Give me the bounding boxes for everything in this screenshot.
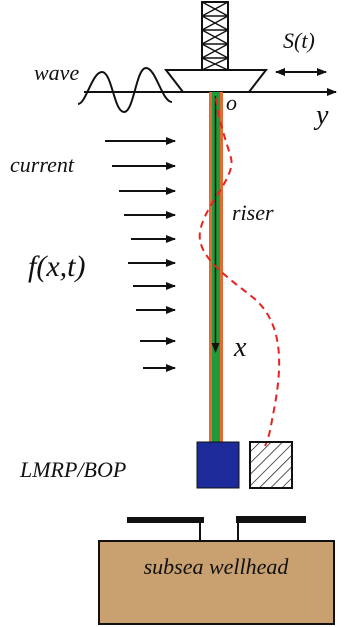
- lmrp-bop-block: [196, 441, 240, 489]
- wave-label: wave: [34, 60, 79, 85]
- origin-label: o: [226, 90, 237, 115]
- x-axis-label: x: [233, 332, 247, 363]
- y-axis-label: y: [313, 100, 329, 131]
- load-label: f(x,t): [28, 250, 85, 283]
- left-plate: [127, 517, 204, 523]
- current-label: current: [10, 152, 75, 177]
- riser-label: riser: [232, 200, 274, 225]
- lmrp-bop-label: LMRP/BOP: [19, 457, 126, 482]
- surge-label: S(t): [283, 28, 315, 53]
- subsea-wellhead-box: [98, 540, 335, 625]
- deflection-curve: [198, 97, 281, 447]
- drilling-platform-icon: [163, 1, 269, 93]
- displaced-bop-block: [249, 441, 293, 489]
- current-arrows: [105, 137, 176, 372]
- wave-curve: [77, 66, 173, 114]
- right-plate: [236, 516, 306, 523]
- wellhead-label: subsea wellhead: [144, 554, 290, 579]
